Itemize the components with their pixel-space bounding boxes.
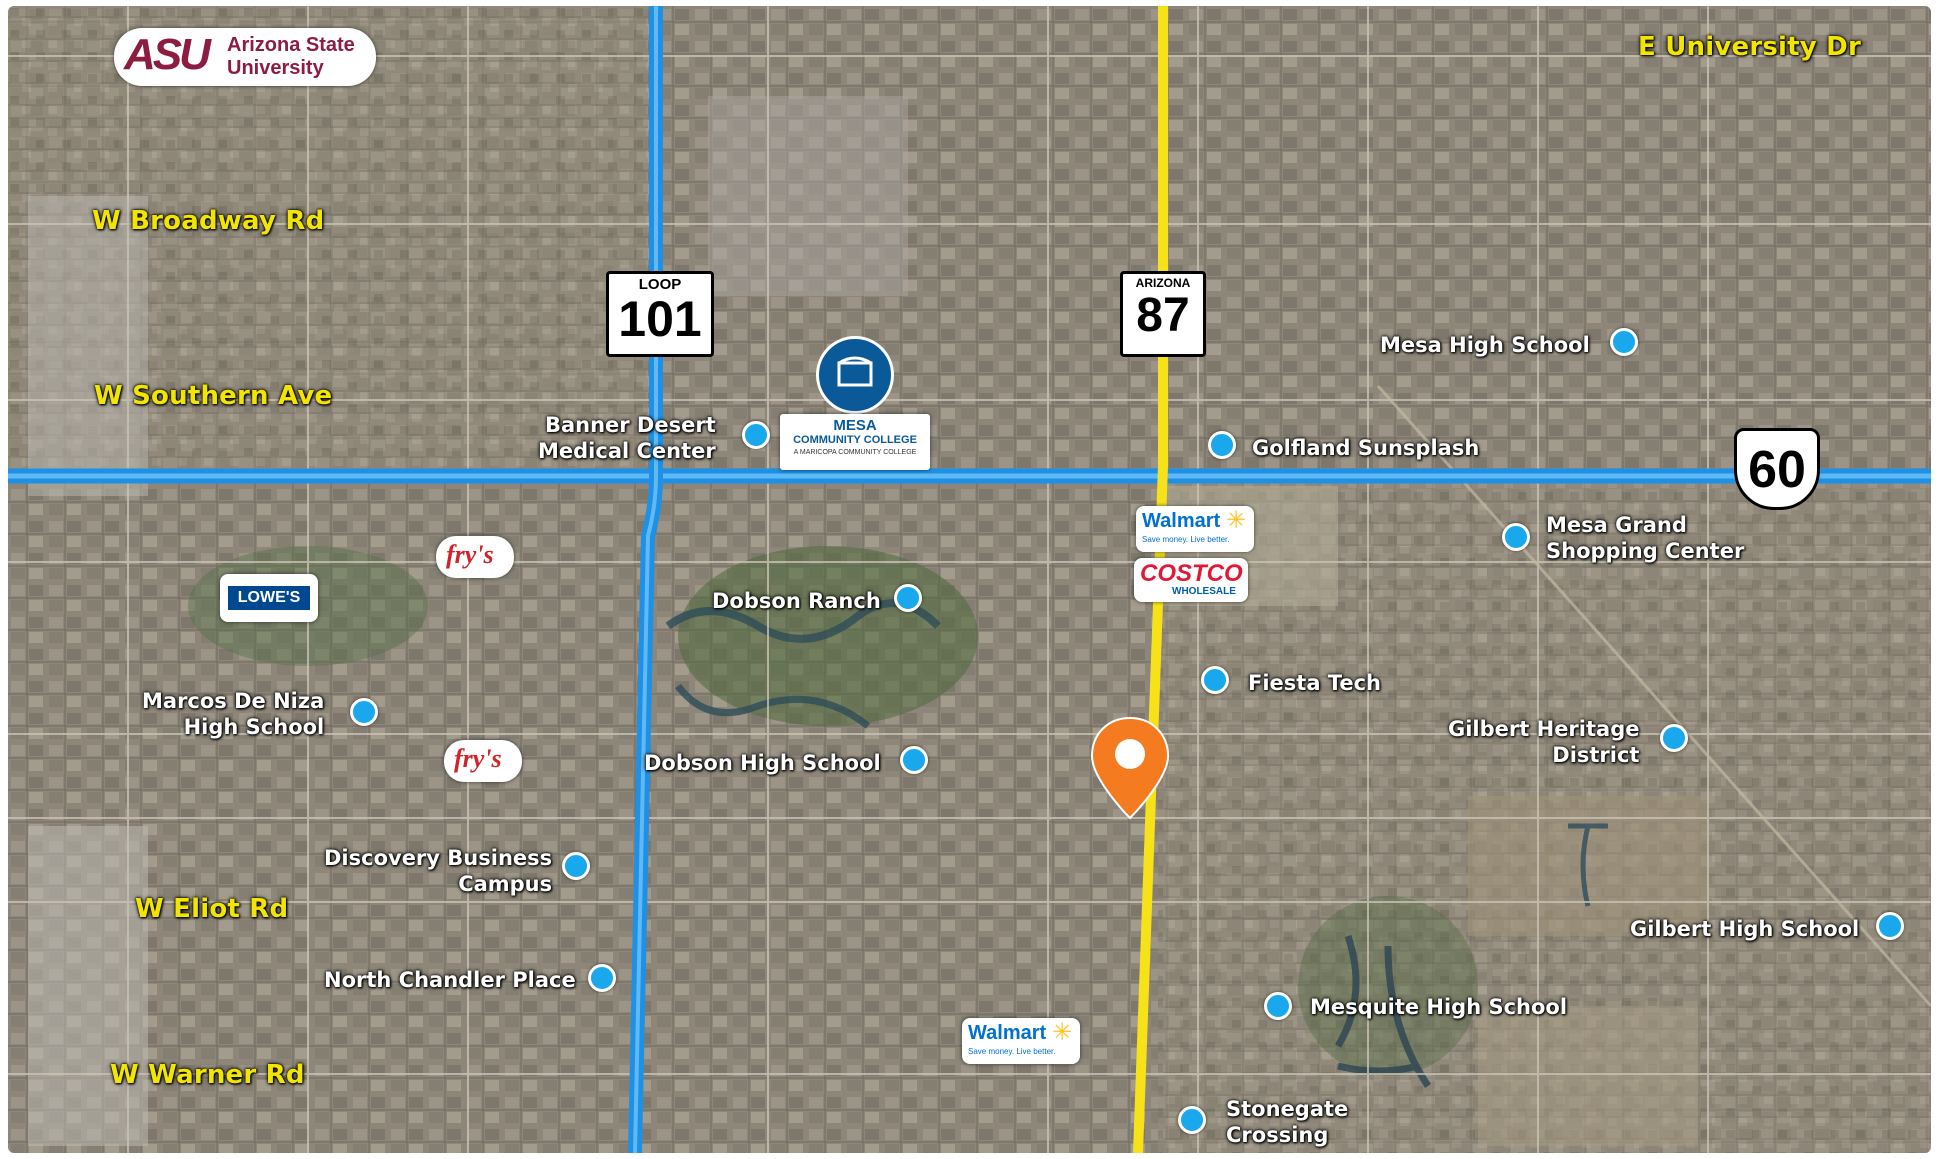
poi-dot-marcos[interactable] (350, 698, 378, 726)
poi-dot-banner[interactable] (742, 421, 770, 449)
az-87-shield: ARIZONA 87 (1120, 271, 1206, 357)
poi-label-mesa-high: Mesa High School (1380, 333, 1590, 357)
walmart-north-tagline: Save money. Live better. (1142, 535, 1230, 544)
asu-name-line2: University (227, 57, 324, 79)
road-label-warner: W Warner Rd (110, 1060, 305, 1090)
poi-dot-fiesta[interactable] (1201, 666, 1229, 694)
walmart-logo-south: Walmart ✳ Save money. Live better. (962, 1018, 1080, 1064)
poi-dot-stonegate[interactable] (1178, 1106, 1206, 1134)
walmart-south-name: Walmart (968, 1022, 1047, 1044)
frys-north-name: fry's (446, 540, 494, 569)
poi-discovery-line2: Campus (458, 872, 553, 896)
poi-dot-mesa-grand[interactable] (1502, 523, 1530, 551)
mcc-logo: MESA COMMUNITY COLLEGE A MARICOPA COMMUN… (780, 336, 930, 472)
poi-dot-mesa-high[interactable] (1610, 328, 1638, 356)
lowes-name: LOWE'S (228, 586, 310, 610)
loop-101-shield: LOOP 101 (606, 271, 714, 357)
frys-south-name: fry's (454, 744, 502, 773)
poi-gilbert-heritage-line1: Gilbert Heritage (1448, 717, 1640, 741)
poi-dot-dobson-high[interactable] (900, 746, 928, 774)
mcc-wordmark: MESA COMMUNITY COLLEGE A MARICOPA COMMUN… (780, 414, 930, 470)
road-label-eliot: W Eliot Rd (135, 894, 289, 924)
road-label-university: E University Dr (1638, 32, 1861, 62)
walmart-north-spark-icon: ✳ (1226, 506, 1247, 534)
poi-label-marcos: Marcos De Niza High School (142, 688, 324, 740)
aerial-base (8, 6, 1931, 1153)
walmart-north-name: Walmart (1142, 510, 1221, 532)
walmart-south-tagline: Save money. Live better. (968, 1047, 1056, 1056)
road-label-broadway: W Broadway Rd (92, 206, 325, 236)
poi-dot-discovery[interactable] (562, 852, 590, 880)
poi-label-golfland: Golfland Sunsplash (1252, 436, 1480, 460)
loop-101-top: LOOP (638, 276, 682, 293)
poi-label-gilbert-heritage: Gilbert Heritage District (1448, 716, 1639, 768)
poi-marcos-line2: High School (183, 715, 325, 739)
poi-label-mesquite: Mesquite High School (1310, 995, 1568, 1019)
poi-label-gilbert-high: Gilbert High School (1630, 917, 1860, 941)
asu-name-line1: Arizona State (227, 34, 355, 56)
poi-banner-line1: Banner Desert (544, 413, 716, 437)
poi-label-north-chandler: North Chandler Place (324, 968, 576, 992)
poi-gilbert-heritage-line2: District (1552, 743, 1640, 767)
poi-stonegate-line2: Crossing (1226, 1123, 1329, 1147)
mcc-building-icon (837, 356, 873, 387)
poi-stonegate-line1: Stonegate (1226, 1097, 1349, 1121)
road-label-southern: W Southern Ave (94, 381, 333, 411)
mcc-line2: COMMUNITY COLLEGE (793, 434, 917, 446)
walmart-south-spark-icon: ✳ (1052, 1018, 1073, 1046)
lowes-logo: LOWE'S (220, 574, 318, 622)
poi-discovery-line1: Discovery Business (324, 846, 553, 870)
mcc-tagline: A MARICOPA COMMUNITY COLLEGE (793, 449, 917, 456)
az-87-number: 87 (1136, 289, 1190, 342)
us-60-number: 60 (1748, 441, 1806, 499)
poi-dot-dobson-ranch[interactable] (894, 584, 922, 612)
costco-tagline: WHOLESALE (1172, 586, 1236, 597)
mcc-line1: MESA (833, 417, 877, 434)
poi-label-banner: Banner Desert Medical Center (538, 412, 716, 464)
poi-dot-mesquite[interactable] (1264, 992, 1292, 1020)
poi-banner-line2: Medical Center (538, 439, 716, 463)
poi-dot-golfland[interactable] (1208, 431, 1236, 459)
poi-label-stonegate: Stonegate Crossing (1226, 1096, 1348, 1148)
poi-dot-gilbert-heritage[interactable] (1660, 724, 1688, 752)
us-60-shield: 60 (1734, 428, 1820, 510)
poi-label-mesa-grand: Mesa Grand Shopping Center (1546, 512, 1744, 564)
asu-logo: ASU Arizona State University (114, 28, 376, 86)
poi-marcos-line1: Marcos De Niza (142, 689, 325, 713)
poi-mesa-grand-line2: Shopping Center (1546, 539, 1745, 563)
poi-mesa-grand-line1: Mesa Grand (1546, 513, 1687, 537)
walmart-logo-north: Walmart ✳ Save money. Live better. (1136, 506, 1254, 552)
poi-dot-north-chandler[interactable] (588, 964, 616, 992)
map-canvas[interactable]: ASU Arizona State University W Broadway … (8, 6, 1931, 1153)
frys-logo-south: fry's (444, 740, 522, 782)
poi-label-discovery: Discovery Business Campus (324, 845, 552, 897)
frys-logo-north: fry's (436, 536, 514, 578)
poi-label-fiesta: Fiesta Tech (1248, 671, 1381, 695)
poi-label-dobson-ranch: Dobson Ranch (712, 589, 881, 613)
poi-dot-gilbert-high[interactable] (1876, 912, 1904, 940)
az-87-top: ARIZONA (1135, 276, 1191, 290)
costco-name: COSTCO (1140, 560, 1243, 587)
asu-mark: ASU (124, 30, 211, 79)
costco-logo: COSTCO WHOLESALE (1134, 558, 1248, 602)
loop-101-number: 101 (618, 291, 702, 347)
mcc-emblem (816, 336, 894, 414)
location-marker-icon[interactable] (1090, 716, 1170, 820)
poi-label-dobson-high: Dobson High School (644, 751, 881, 775)
